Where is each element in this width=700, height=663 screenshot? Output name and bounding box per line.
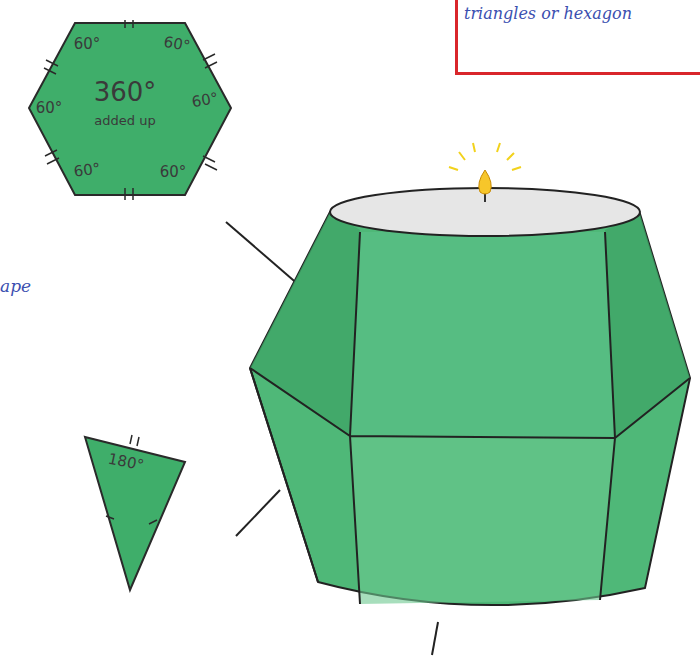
triangle-shape [85, 437, 185, 590]
holder-face [350, 232, 615, 438]
flame [479, 170, 491, 194]
angle-label: added up [94, 113, 155, 128]
triangle-node: 180° [80, 432, 190, 594]
hexagon-shape [29, 23, 231, 195]
leader-line [236, 490, 280, 536]
holder-face [250, 212, 360, 436]
note-text: ape [0, 276, 31, 296]
note-text: triangles or hexagon [464, 4, 632, 23]
holder-body [250, 212, 690, 605]
holder-face [605, 214, 690, 438]
flame-glow [449, 143, 521, 170]
hexagon-node: 60°60°60°60°60°60°360°added up [25, 20, 235, 200]
candle-top [330, 188, 640, 236]
equal-side-tick [106, 435, 157, 524]
angle-label: 60° [74, 35, 101, 53]
leader-line [432, 622, 438, 655]
leader-line [226, 222, 300, 286]
angle-label: 60° [36, 99, 63, 117]
face-edge [250, 232, 690, 604]
equal-side-tick [44, 20, 217, 200]
holder-face [350, 436, 615, 604]
angle-label: 60° [160, 163, 187, 181]
angle-label: 60° [73, 159, 102, 181]
angle-label: 360° [94, 77, 157, 107]
note-box: triangles or hexagon [455, 0, 700, 75]
